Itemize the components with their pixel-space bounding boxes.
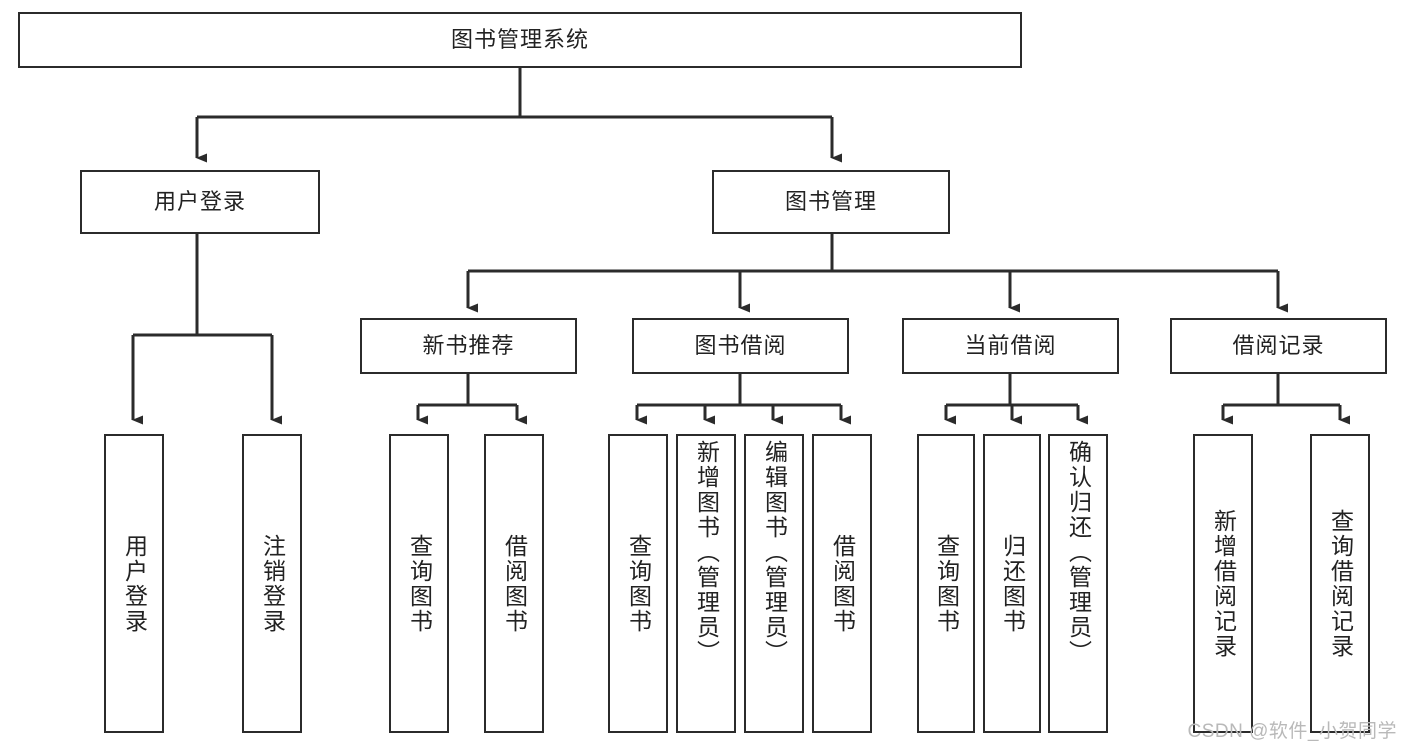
leaf-borrow-add-book-admin[interactable]: 新增图书（管理员）	[676, 434, 736, 733]
leaf-records-add-record[interactable]: 新增借阅记录	[1193, 434, 1253, 733]
leaf-user-login-login[interactable]: 用户登录	[104, 434, 164, 733]
node-label: 借阅记录	[1232, 333, 1325, 359]
node-label: 用户登录	[153, 189, 246, 215]
leaf-borrow-query-book[interactable]: 查询图书	[608, 434, 668, 733]
node-user-login[interactable]: 用户登录	[80, 170, 320, 234]
node-label: 新增借阅记录	[1210, 508, 1237, 659]
leaf-current-return-book[interactable]: 归还图书	[983, 434, 1041, 733]
node-label: 查询借阅记录	[1327, 508, 1354, 659]
node-label: 图书管理系统	[450, 27, 589, 53]
node-book-management[interactable]: 图书管理	[712, 170, 950, 234]
node-label: 借阅图书	[501, 533, 528, 634]
node-label: 归还图书	[999, 533, 1026, 634]
leaf-new-book-borrow-book[interactable]: 借阅图书	[484, 434, 544, 733]
node-new-book-recommend[interactable]: 新书推荐	[360, 318, 577, 374]
node-label: 编辑图书（管理员）	[761, 440, 788, 665]
leaf-new-book-query-book[interactable]: 查询图书	[389, 434, 449, 733]
watermark: CSDN @软件_小贺同学	[1187, 721, 1397, 742]
node-label: 注销登录	[259, 533, 286, 634]
leaf-borrow-edit-book-admin[interactable]: 编辑图书（管理员）	[744, 434, 804, 733]
node-label: 查询图书	[625, 533, 652, 634]
node-book-borrow[interactable]: 图书借阅	[632, 318, 849, 374]
leaf-borrow-borrow-book[interactable]: 借阅图书	[812, 434, 872, 733]
node-label: 借阅图书	[829, 533, 856, 634]
node-label: 查询图书	[933, 533, 960, 634]
node-label: 图书借阅	[694, 333, 787, 359]
node-borrow-records[interactable]: 借阅记录	[1170, 318, 1387, 374]
node-label: 用户登录	[121, 533, 148, 634]
node-label: 查询图书	[406, 533, 433, 634]
node-label: 当前借阅	[964, 333, 1057, 359]
node-label: 确认归还（管理员）	[1065, 440, 1092, 665]
node-label: 图书管理	[784, 189, 877, 215]
leaf-records-query-record[interactable]: 查询借阅记录	[1310, 434, 1370, 733]
leaf-current-confirm-return-admin[interactable]: 确认归还（管理员）	[1048, 434, 1108, 733]
node-current-borrow[interactable]: 当前借阅	[902, 318, 1119, 374]
node-root-book-management-system[interactable]: 图书管理系统	[18, 12, 1022, 68]
leaf-current-query-book[interactable]: 查询图书	[917, 434, 975, 733]
node-label: 新书推荐	[422, 333, 515, 359]
leaf-user-login-logout[interactable]: 注销登录	[242, 434, 302, 733]
node-label: 新增图书（管理员）	[693, 440, 720, 665]
